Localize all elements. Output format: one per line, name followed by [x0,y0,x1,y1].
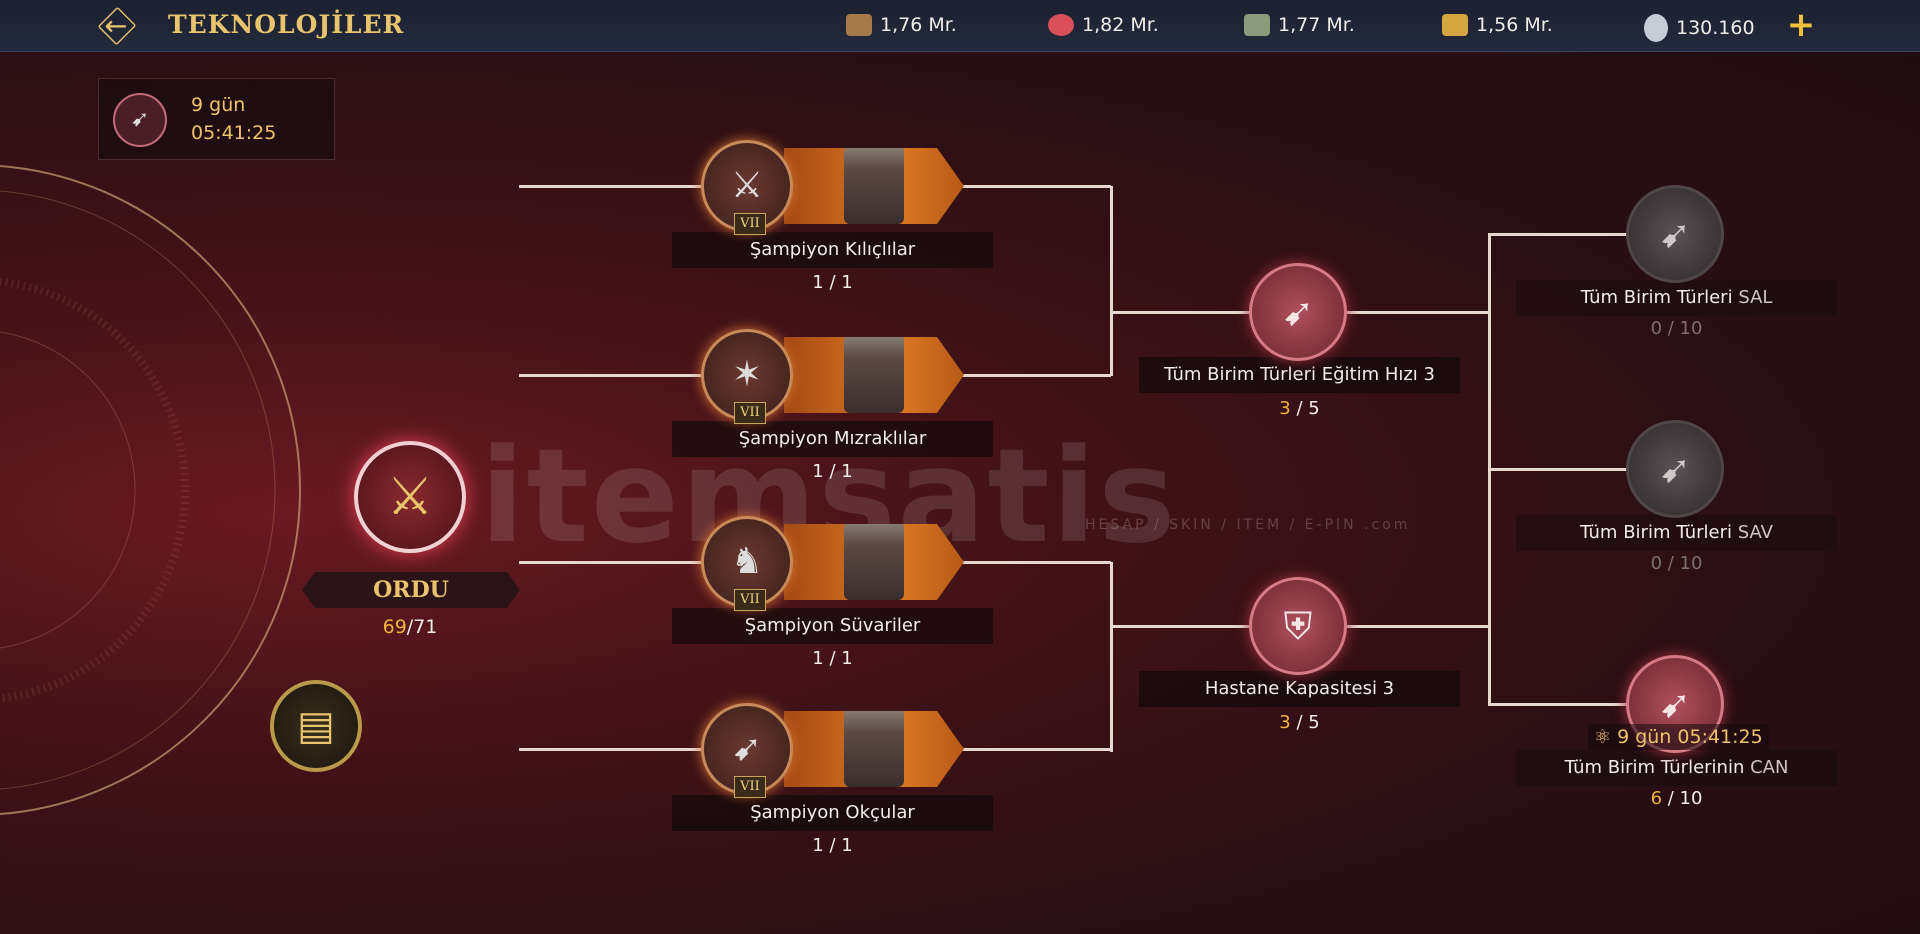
bow-icon: ➹ [1282,290,1314,334]
page-title: TEKNOLOJİLER [168,10,405,39]
tech-count: 3 / 5 [1279,712,1320,733]
silver-coin-icon [1644,14,1668,42]
resource-gold[interactable]: 1,56 Mr. [1442,14,1553,36]
champion-banner[interactable] [784,337,964,413]
stone-icon [1244,14,1270,36]
tech-node[interactable]: ➹ [1626,420,1724,518]
timer-time: 05:41:25 [191,122,277,144]
gold-icon [1442,14,1468,36]
champion-count: 1 / 1 [812,461,853,482]
champion-label: Şampiyon Mızraklılar [672,421,993,457]
connector-line [1110,186,1113,376]
category-progress: 69/71 [382,616,438,638]
back-button[interactable]: ← [97,6,137,46]
category-name: ORDU [302,572,520,608]
rank-badge: VII [734,589,766,611]
wood-icon [846,14,872,36]
connector-line [1340,311,1490,314]
connector-line [1110,562,1113,752]
connector-line [1488,468,1678,471]
tech-count: 0 / 10 [1650,318,1703,339]
ordu-category-button[interactable]: ⚔ [354,441,466,553]
champion-node[interactable]: ➹ VII [701,703,793,798]
connector-line [519,748,749,751]
champion-banner[interactable] [784,711,964,787]
champion-portrait [844,524,904,600]
connector-line [519,561,749,564]
champion-count: 1 / 1 [812,835,853,856]
connector-line [960,374,1111,377]
atom-icon: ⚛ [1594,726,1618,748]
connector-line [519,185,749,188]
champion-count: 1 / 1 [812,648,853,669]
gold-bars-icon: ▤ [297,703,335,749]
weapon-icon: ✶ [731,354,763,395]
tech-label: Tüm Birim Türleri Eğitim Hızı 3 [1139,357,1460,393]
champion-node[interactable]: ✶ VII [701,329,793,424]
connector-line [1340,625,1490,628]
champion-node[interactable]: ♞ VII [701,516,793,611]
tech-count: 6 / 10 [1650,788,1703,809]
rank-badge: VII [734,213,766,235]
tech-node[interactable]: ➹ [1626,185,1724,283]
connector-line [1488,233,1678,236]
bow-icon: ➹ [1659,682,1691,726]
champion-label: Şampiyon Süvariler [672,608,993,644]
weapon-icon: ⚔ [730,165,764,206]
node-timer: ⚛ 9 gün 05:41:25 [1588,724,1769,750]
bow-icon: ➹ [1659,447,1691,491]
hospital-helmet-icon: ⛨ [1283,604,1313,648]
tech-node[interactable]: ➹ [1249,263,1347,361]
bow-icon: ➹ [1659,212,1691,256]
timer-days: 9 gün [191,94,246,116]
champion-portrait [844,337,904,413]
tech-label: Hastane Kapasitesi 3 [1139,671,1460,707]
tech-label: Tüm Birim Türlerinin CAN [1516,750,1837,786]
resource-wood[interactable]: 1,76 Mr. [846,14,957,36]
watermark-sub: HESAP / SKIN / ITEM / E-PIN .com [1085,517,1411,533]
connector-line [519,374,749,377]
champion-banner[interactable] [784,524,964,600]
bow-icon: ➹ [113,93,167,147]
crossed-swords-icon: ⚔ [386,467,434,527]
economy-category-button[interactable]: ▤ [270,680,362,772]
connector-line [960,185,1111,188]
champion-portrait [844,711,904,787]
champion-count: 1 / 1 [812,272,853,293]
tech-node[interactable]: ⛨ [1249,577,1347,675]
champion-node[interactable]: ⚔ VII [701,140,793,235]
weapon-icon: ♞ [730,541,764,582]
connector-line [1110,311,1300,314]
champion-label: Şampiyon Kılıçlılar [672,232,993,268]
tech-count: 3 / 5 [1279,398,1320,419]
connector-line [960,561,1111,564]
resource-stone[interactable]: 1,77 Mr. [1244,14,1355,36]
tech-label: Tüm Birim Türleri SAL [1516,280,1837,316]
top-bar: ← TEKNOLOJİLER 1,76 Mr. 1,82 Mr. 1,77 Mr… [0,0,1920,52]
add-currency-button[interactable]: + [1786,5,1816,45]
tech-count: 0 / 10 [1650,553,1703,574]
rank-badge: VII [734,776,766,798]
connector-line [1488,703,1678,706]
resource-meat[interactable]: 1,82 Mr. [1048,14,1159,36]
arrow-left-icon: ← [104,10,128,43]
champion-portrait [844,148,904,224]
champion-banner[interactable] [784,148,964,224]
champion-label: Şampiyon Okçular [672,795,993,831]
tech-label: Tüm Birim Türleri SAV [1516,515,1837,551]
resource-silver[interactable]: 130.160 [1644,14,1755,42]
meat-icon [1048,14,1074,36]
research-timer[interactable]: ➹ 9 gün 05:41:25 [98,78,335,160]
weapon-icon: ➹ [731,728,763,769]
connector-line [960,748,1111,751]
rank-badge: VII [734,402,766,424]
connector-line [1110,625,1300,628]
